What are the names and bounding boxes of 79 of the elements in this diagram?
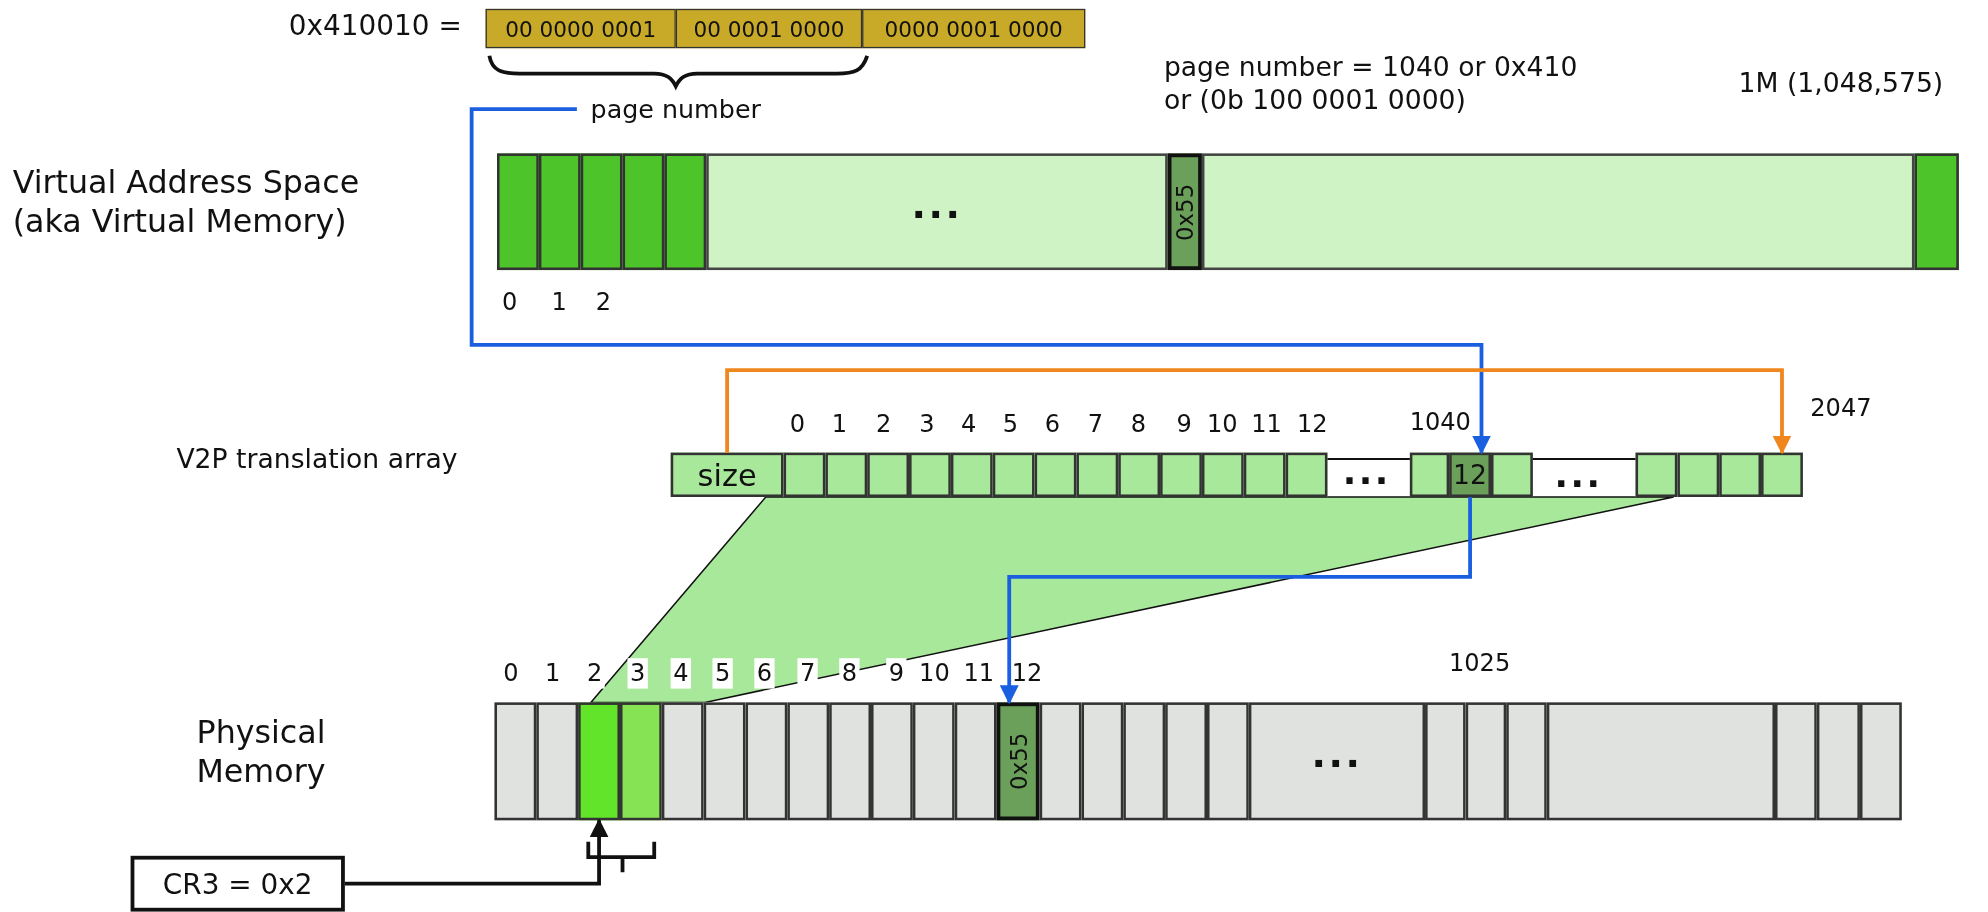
array-entry (783, 452, 826, 497)
annotation-text: page number = 1040 or 0x410 or (0b 100 0001 0000) (1163, 51, 1579, 118)
arrow (725, 368, 1792, 455)
array-entry (950, 452, 993, 497)
frame-cell (954, 702, 997, 821)
index-number: 6 (754, 658, 775, 689)
page-cell: 0x55 (1167, 153, 1202, 271)
frame-cell (1465, 702, 1507, 821)
annotation-text: 1M (1,048,575) (1738, 67, 1944, 101)
frame-cell (912, 702, 955, 821)
array-entry (1635, 452, 1678, 497)
bit-field: 0000 0001 0000 (862, 8, 1086, 49)
frame-cell (620, 702, 662, 821)
frame-cell (1207, 702, 1249, 821)
frame-cell (578, 702, 620, 821)
bit-field: 00 0000 0001 (485, 8, 676, 49)
arrow (999, 497, 1472, 705)
array-entry (1285, 452, 1328, 497)
frame-cell (703, 702, 746, 821)
frame-cell (661, 702, 704, 821)
array-entry (867, 452, 910, 497)
page-cell (664, 153, 707, 271)
ellipsis: ... (1342, 449, 1391, 494)
array-entry (1243, 452, 1286, 497)
index-number: 5 (712, 658, 733, 689)
frame-cell (1123, 702, 1166, 821)
frame-cell: 0x55 (996, 702, 1040, 821)
page-number-label: page number (576, 91, 775, 127)
index-number: 4 (670, 658, 692, 689)
page-cell (580, 153, 623, 271)
arrow (344, 818, 609, 886)
page-region (1201, 153, 1915, 271)
annotation-text: 0x410010 = (288, 8, 462, 43)
page-cell (497, 153, 539, 271)
connector-line (1326, 458, 1411, 460)
frame-cell (1039, 702, 1082, 821)
row-title: V2P translation array (176, 442, 458, 476)
frame-cell (787, 702, 830, 821)
index-number: 3 (627, 658, 648, 689)
bit-field: 00 0001 0000 (675, 8, 863, 49)
row-title: Virtual Address Space (aka Virtual Memory) (12, 162, 361, 242)
frame-cell (745, 702, 788, 821)
page-cell (538, 153, 581, 271)
array-entry (1118, 452, 1161, 497)
array-entry (992, 452, 1035, 497)
frame-cell (1165, 702, 1207, 821)
array-entry (1034, 452, 1077, 497)
frame-cell (829, 702, 871, 821)
frame-cell (871, 702, 913, 821)
frame-cell (1425, 702, 1466, 821)
frame-cell (1506, 702, 1547, 821)
array-entry (1719, 452, 1762, 497)
frame-region: ... (1248, 702, 1426, 821)
array-entry (1491, 452, 1533, 497)
array-entry (1677, 452, 1720, 497)
register-box: CR3 = 0x2 (130, 855, 345, 912)
frame-cell (494, 702, 537, 821)
connector-line (1531, 458, 1637, 460)
frame-cell (1546, 702, 1775, 821)
frame-cell (1081, 702, 1124, 821)
array-entry (1160, 452, 1202, 497)
array-entry (1761, 452, 1803, 497)
arrow (469, 107, 1491, 455)
row-title: Physical Memory (196, 712, 327, 792)
page-region: ... (706, 153, 1168, 271)
array-entry (825, 452, 868, 497)
frame-cell (1775, 702, 1818, 821)
array-entry: 12 (1449, 452, 1491, 497)
frame-cell (536, 702, 579, 821)
page-cell (622, 153, 665, 271)
frame-cell (1859, 702, 1902, 821)
ellipsis: ... (1554, 453, 1603, 498)
array-entry: size (670, 452, 784, 497)
array-entry (1076, 452, 1119, 497)
array-entry (1201, 452, 1244, 497)
frame-cell (1817, 702, 1860, 821)
array-entry (909, 452, 951, 497)
array-entry (1409, 452, 1450, 497)
page-cell (1914, 153, 1959, 271)
